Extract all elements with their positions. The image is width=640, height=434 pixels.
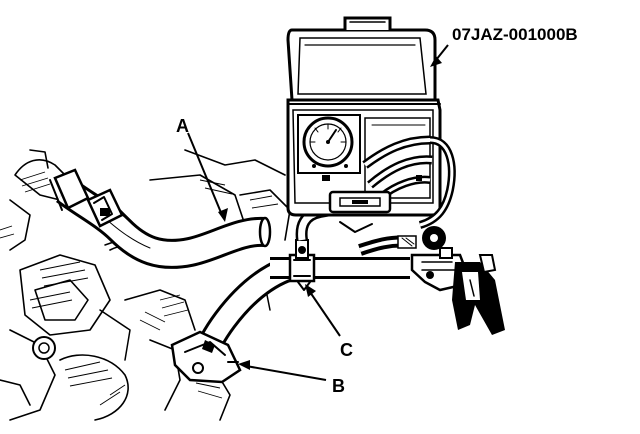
bleed-connector — [170, 330, 242, 384]
stored-hoses — [362, 117, 433, 202]
label-c: C — [340, 340, 353, 360]
callout-c-arrow — [305, 284, 341, 337]
pressure-tester-case — [286, 16, 456, 229]
pressure-gauge — [297, 114, 361, 174]
adapter-fitting — [288, 239, 316, 291]
part-number-callout — [430, 44, 449, 67]
hand-pump — [358, 226, 505, 335]
label-b: B — [332, 376, 345, 396]
case-latch — [328, 190, 392, 214]
callouts — [187, 44, 449, 381]
callout-b-arrow — [238, 360, 327, 381]
label-a: A — [176, 116, 189, 136]
callout-a-arrow — [187, 132, 228, 222]
radiator-hose — [49, 168, 272, 269]
hose-clamp — [86, 188, 124, 228]
part-number-label: 07JAZ-001000B — [452, 25, 578, 44]
